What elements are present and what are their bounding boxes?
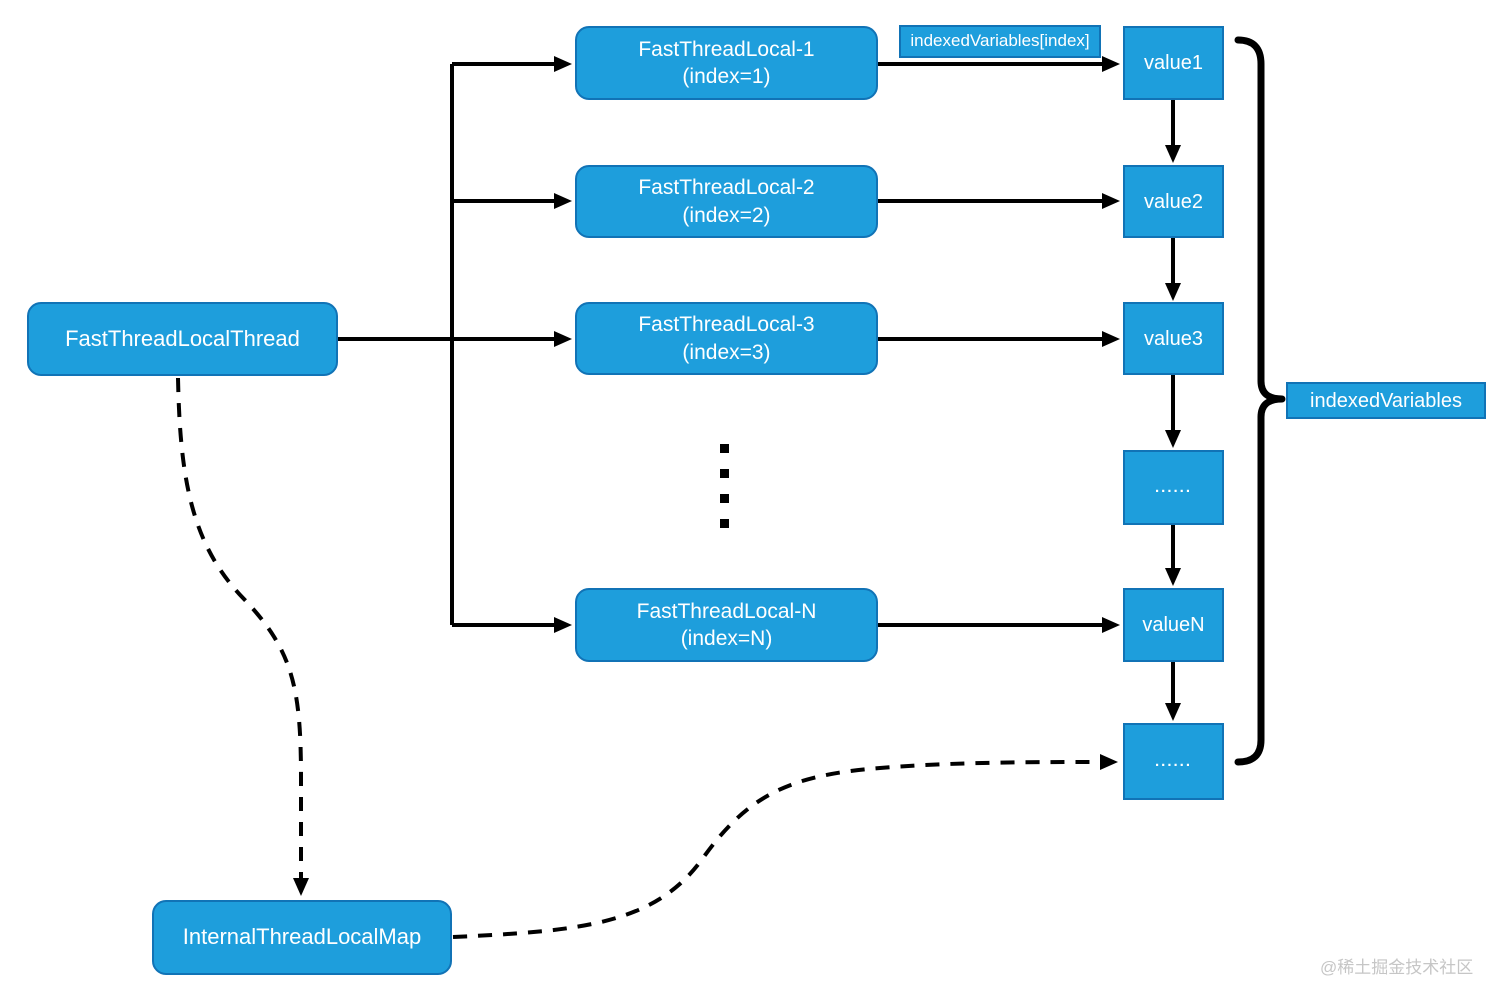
edge-label-indexedvariables-index: indexedVariables[index]	[899, 25, 1101, 58]
node-label: value3	[1144, 327, 1203, 350]
node-label: FastThreadLocal-3	[638, 313, 815, 337]
node-label: value2	[1144, 190, 1203, 213]
node-value-ellipsis-bottom: ......	[1123, 723, 1224, 800]
dashed-arrow-map-to-ellipsis	[452, 754, 1118, 939]
node-label: FastThreadLocalThread	[65, 325, 300, 351]
watermark: @稀土掘金技术社区	[1320, 958, 1474, 977]
dashed-arrow-thread-to-map	[176, 377, 309, 896]
node-fastthreadlocalthread: FastThreadLocalThread	[27, 302, 338, 376]
node-fastthreadlocal-3: FastThreadLocal-3 (index=3)	[575, 302, 878, 375]
node-sublabel: (index=N)	[680, 627, 773, 650]
bracket-label-indexedvariables: indexedVariables	[1286, 382, 1486, 419]
node-fastthreadlocal-2: FastThreadLocal-2 (index=2)	[575, 165, 878, 238]
node-label: valueN	[1142, 614, 1205, 636]
node-sublabel: (index=2)	[682, 203, 771, 227]
node-label: value1	[1144, 52, 1203, 74]
bracket-label-text: indexedVariables	[1310, 389, 1462, 412]
node-label: FastThreadLocal-1	[638, 37, 815, 61]
node-label: FastThreadLocal-2	[638, 176, 815, 200]
node-value-n: valueN	[1123, 588, 1224, 662]
node-sublabel: (index=3)	[682, 340, 771, 364]
node-internalthreadlocalmap: InternalThreadLocalMap	[152, 900, 452, 975]
node-label: InternalThreadLocalMap	[182, 924, 422, 950]
node-sublabel: (index=1)	[682, 65, 771, 88]
node-label: FastThreadLocal-N	[636, 599, 817, 623]
node-value1: value1	[1123, 26, 1224, 100]
node-fastthreadlocal-n: FastThreadLocal-N (index=N)	[575, 588, 878, 662]
node-value2: value2	[1123, 165, 1224, 238]
node-value3: value3	[1123, 302, 1224, 375]
vertical-ellipsis	[720, 444, 729, 528]
node-fastthreadlocal-1: FastThreadLocal-1 (index=1)	[575, 26, 878, 100]
node-label: ......	[1154, 752, 1192, 770]
node-value-ellipsis-mid: ......	[1123, 450, 1224, 525]
edge-label-text: indexedVariables[index]	[910, 31, 1090, 51]
node-label: ......	[1154, 478, 1192, 496]
indexed-variables-bracket	[1234, 36, 1286, 766]
